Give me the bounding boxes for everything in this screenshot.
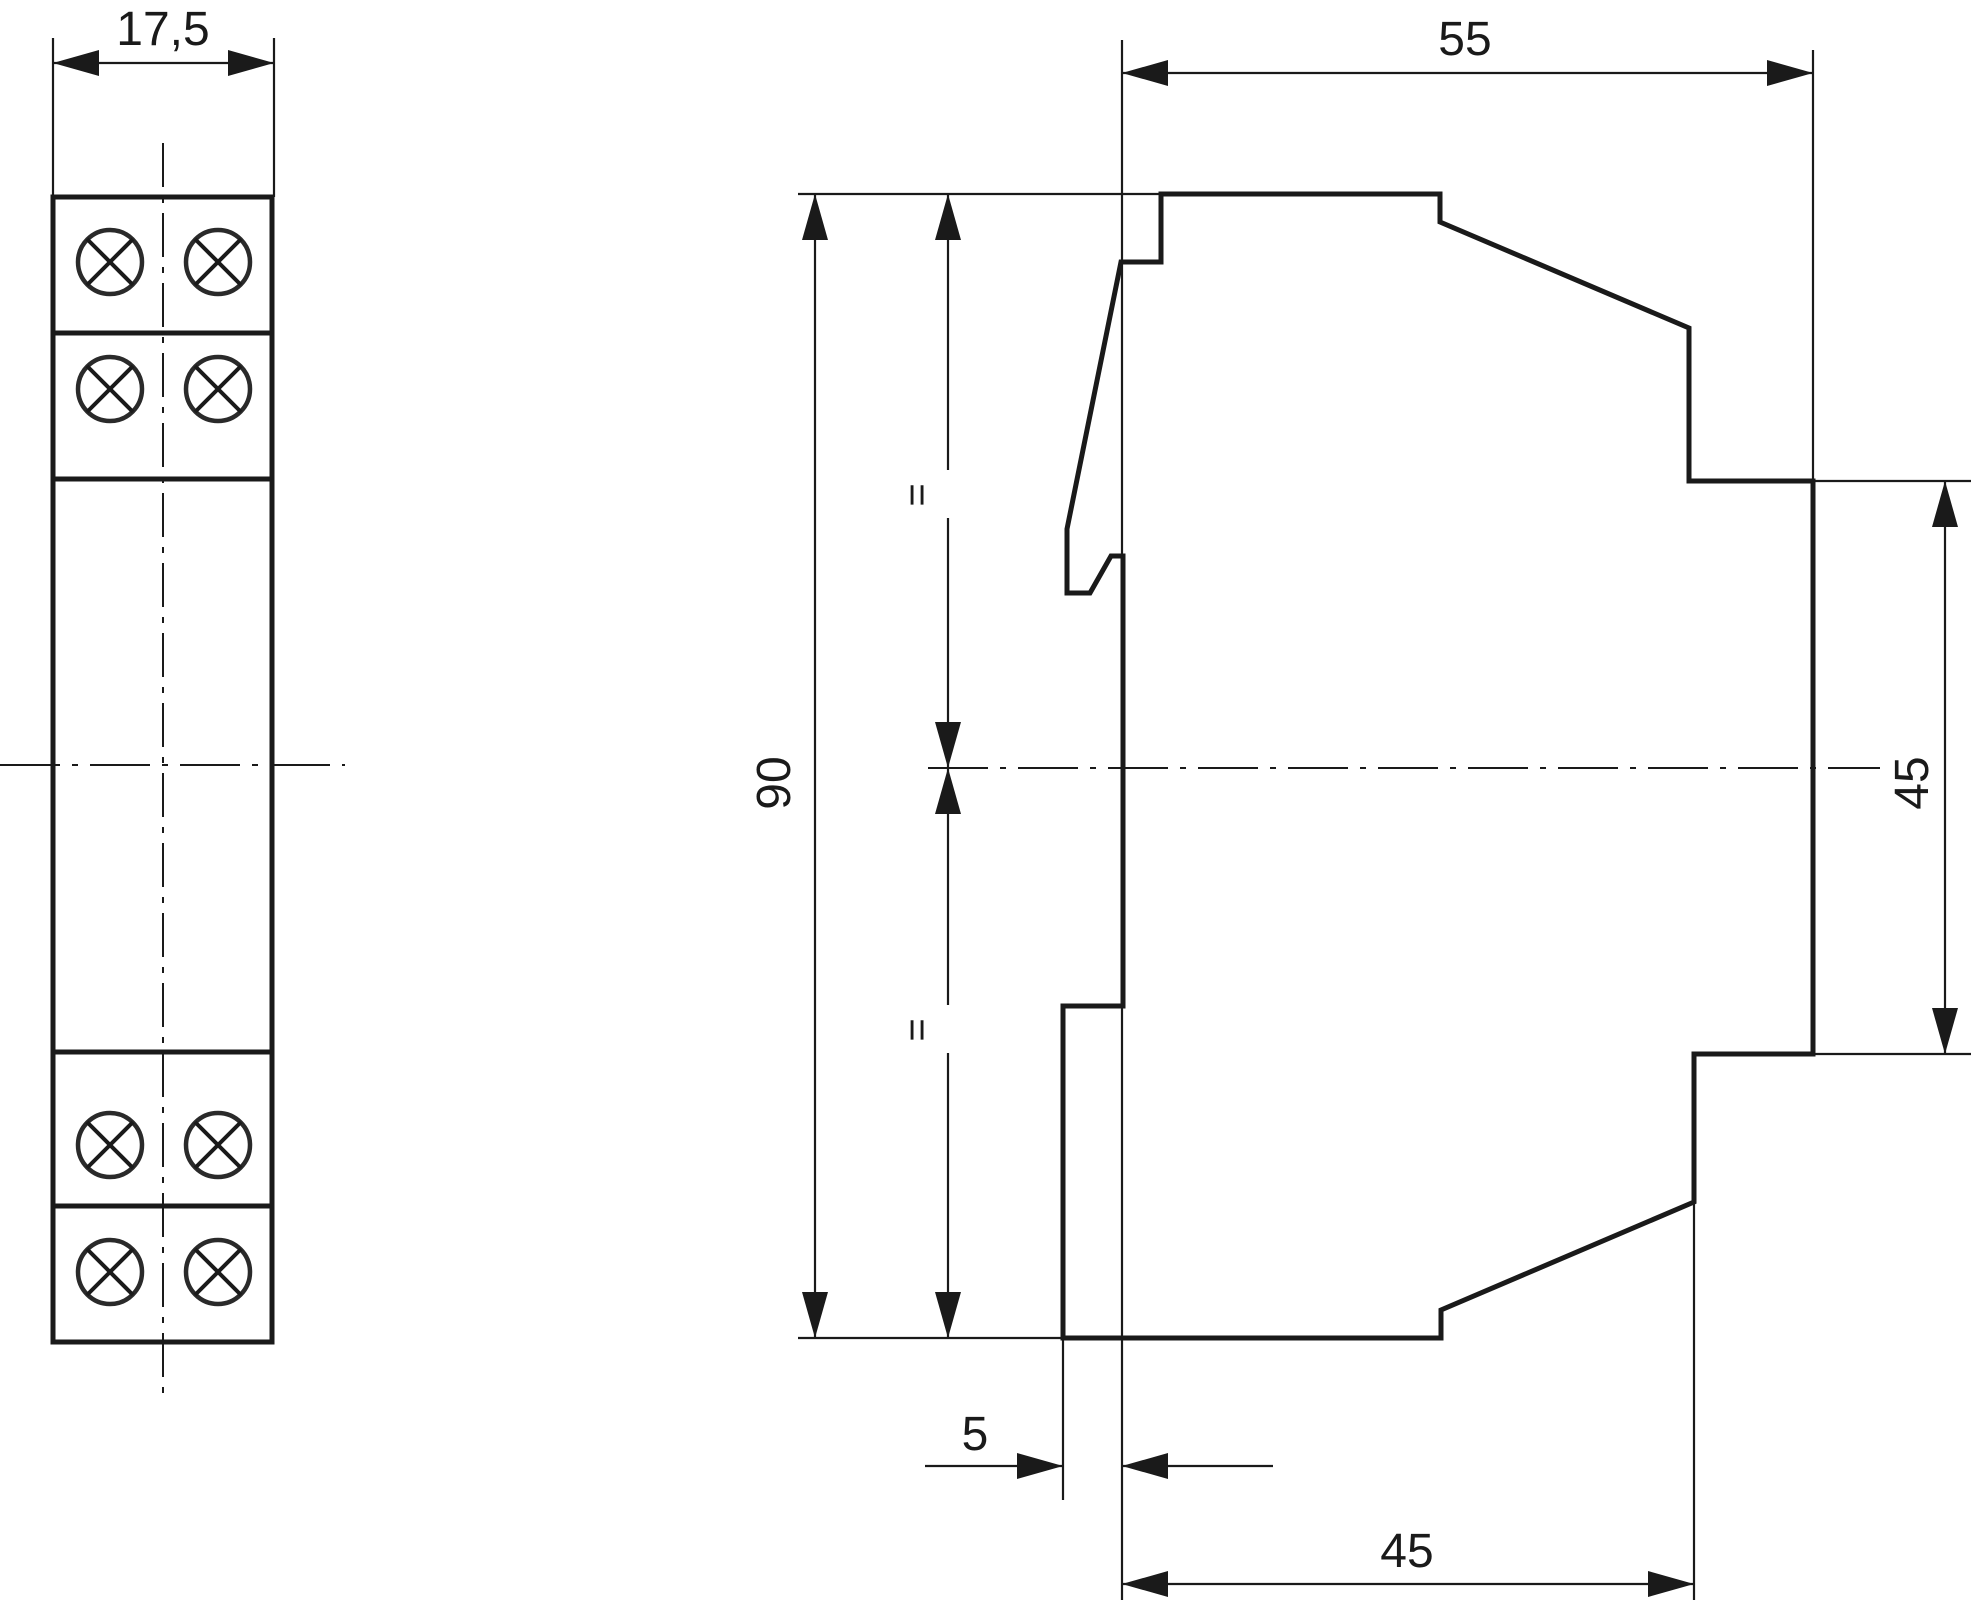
screw-terminal-icon [75,227,145,297]
screw-terminal-icon [183,354,253,424]
height-dimension: 90 [748,194,828,1338]
screw-terminal-icon [75,354,145,424]
front-face-height-dimension: 45 [1886,481,1958,1054]
width-dimension: 17,5 [51,3,276,197]
front-depth-label: 45 [1380,1525,1433,1578]
width-dimension-label: 17,5 [116,3,209,56]
height-dimension-label: 90 [748,756,801,809]
side-housing-outline [1060,191,1816,1341]
equal-split-dimension: = = [895,194,961,1338]
screw-terminal-icon [75,1110,145,1180]
front-face-height-label: 45 [1886,756,1939,809]
screw-terminal-icon [183,1237,253,1307]
front-depth-dimension: 45 [1122,1525,1694,1597]
equal-mark-top: = [895,483,939,506]
screw-terminal-icon [183,227,253,297]
screw-terminal-icon [183,1110,253,1180]
depth-dimension: 55 [1122,13,1813,86]
side-view: 55 90 = = 45 [748,13,1971,1600]
rail-offset-label: 5 [962,1408,989,1461]
equal-mark-bottom: = [895,1018,939,1041]
depth-dimension-label: 55 [1438,13,1491,66]
rail-offset-dimension: 5 [925,1408,1273,1479]
screw-terminal-icon [75,1237,145,1307]
front-view: 17,5 [0,3,345,1400]
